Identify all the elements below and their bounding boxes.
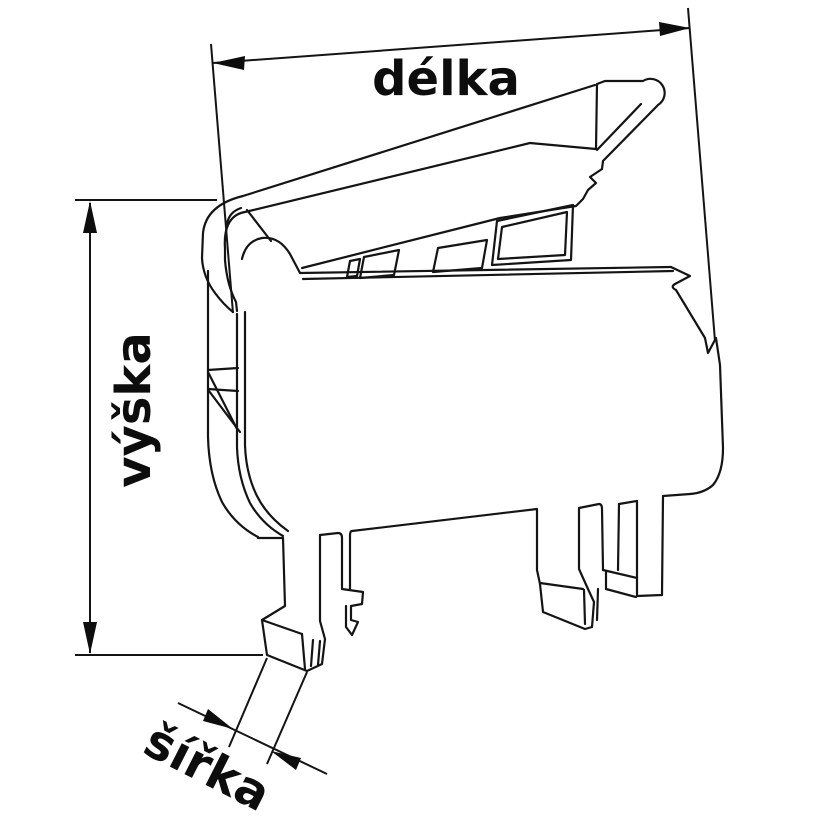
right-foot-top-edge bbox=[538, 581, 585, 591]
length-label: délka bbox=[372, 51, 520, 107]
left-face-rib-2 bbox=[206, 370, 239, 431]
length-dimension: délka bbox=[210, 7, 716, 342]
length-extension-line-right bbox=[687, 7, 716, 342]
left-face-rib-1 bbox=[206, 366, 240, 372]
body-top-left-corner bbox=[225, 206, 243, 226]
left-foot-top-edge bbox=[260, 618, 304, 636]
width-dimension: šířka bbox=[135, 657, 328, 816]
right-foot-outline bbox=[535, 507, 596, 631]
left-foot-front-edge bbox=[300, 632, 307, 671]
height-arrow-up-icon bbox=[83, 201, 97, 233]
body-bottom-edge-2 bbox=[318, 531, 340, 537]
window-3-inner bbox=[496, 210, 569, 261]
body-bottom-edge-4 bbox=[577, 502, 601, 510]
lever-outer-edge bbox=[200, 83, 597, 314]
left-foot-slot-line-1 bbox=[309, 638, 315, 668]
lever-drawing bbox=[200, 77, 666, 314]
feet-drawing bbox=[260, 502, 639, 673]
width-arrow-right-icon bbox=[271, 751, 301, 770]
left-foot-outline bbox=[260, 533, 327, 673]
height-dimension: výška bbox=[75, 199, 263, 656]
lever-pivot-and-arm bbox=[300, 77, 666, 270]
length-arrow-left-icon bbox=[213, 56, 245, 70]
right-foot-slot-line-2 bbox=[595, 587, 600, 622]
flange-leg-left-edge bbox=[597, 502, 605, 572]
lever-inner-edge bbox=[223, 141, 598, 313]
right-foot-slot-line-1 bbox=[582, 588, 587, 626]
flange-leg-right-edge bbox=[616, 502, 621, 572]
body-left-face-line-2 bbox=[243, 310, 290, 533]
body-drawing bbox=[206, 203, 725, 598]
width-label: šířka bbox=[135, 713, 279, 816]
body-right-side bbox=[617, 265, 725, 598]
length-dimension-line bbox=[212, 27, 691, 64]
left-face-rib-3 bbox=[206, 387, 240, 393]
left-foot-slot-line-2 bbox=[316, 639, 322, 667]
length-arrow-right-icon bbox=[659, 22, 690, 36]
body-left-face-line-1 bbox=[235, 312, 285, 538]
ratchet-leg-right-edge bbox=[348, 529, 354, 591]
width-extension-line-right bbox=[266, 671, 308, 765]
left-face-rib-4 bbox=[207, 389, 242, 434]
body-top-chamfer bbox=[245, 208, 273, 243]
body-bottom-edge-3 bbox=[350, 507, 539, 533]
height-arrow-down-icon bbox=[83, 622, 97, 654]
body-hinge-hump bbox=[240, 236, 302, 275]
height-label: výška bbox=[106, 332, 162, 487]
width-arrow-left-icon bbox=[203, 709, 233, 729]
length-extension-line-left bbox=[210, 43, 234, 314]
window-0 bbox=[345, 257, 362, 279]
width-dimension-line bbox=[177, 702, 328, 775]
ratchet-leg-left bbox=[336, 531, 365, 637]
window-3-outer bbox=[490, 203, 575, 267]
lever-arm-inner-line bbox=[595, 102, 643, 152]
body-left-edge bbox=[206, 269, 260, 539]
flange-bottom-edge bbox=[604, 587, 638, 599]
flange-top-edge bbox=[601, 568, 639, 580]
window-2 bbox=[431, 238, 489, 274]
width-extension-line-left bbox=[228, 657, 268, 748]
window-1 bbox=[358, 248, 401, 280]
